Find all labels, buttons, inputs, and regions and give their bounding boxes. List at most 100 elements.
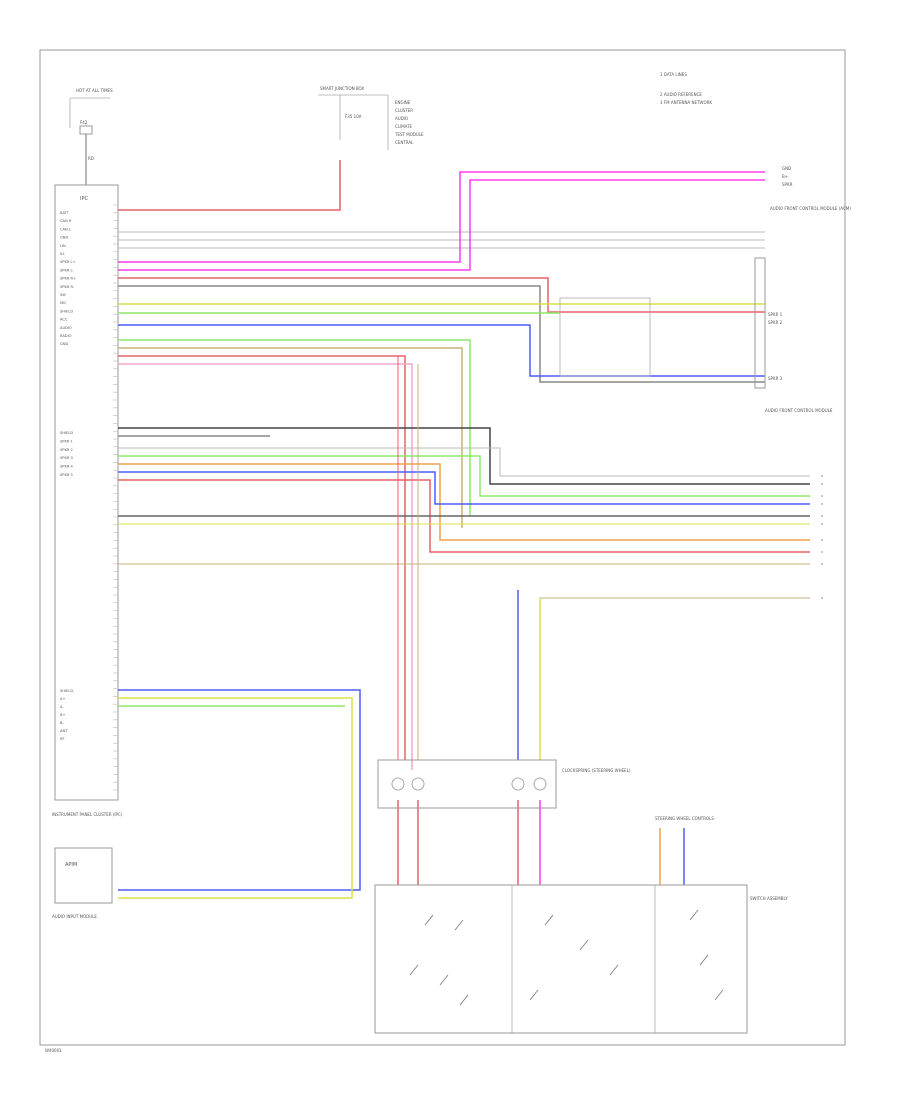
right-top-pin-2: SPKR <box>782 182 793 187</box>
right-termination-pin <box>821 515 823 517</box>
switch-block-label: SWITCH ASSEMBLY <box>750 896 788 901</box>
connector-pin-circle <box>391 777 405 791</box>
legend-item-0: 2 AUDIO REFERENCE <box>660 92 702 97</box>
pin-top-1: CAN H <box>60 219 72 223</box>
wires <box>118 160 810 899</box>
junction-note-0: ENGINE <box>395 100 411 105</box>
legend-title: 1 DATA LINES <box>660 72 687 77</box>
pin-top-10: SW <box>60 293 66 297</box>
pin-top-7: SPKR L- <box>60 268 74 272</box>
junction-note-5: CENTRAL <box>395 140 414 145</box>
switch-contact <box>424 914 434 926</box>
connector-pin-circle <box>411 777 425 791</box>
fuse-feed: HOT AT ALL TIMES F42 RD <box>69 88 113 185</box>
pin-bottom-1: A+ <box>60 697 65 701</box>
switch-symbols <box>409 909 724 1006</box>
right-termination-pin <box>821 551 823 553</box>
switch-contact <box>579 939 589 951</box>
right-termination-pin <box>821 563 823 565</box>
pin-top-9: SPKR R- <box>60 285 75 289</box>
pin-mid-5: SPKR 5 <box>60 473 73 477</box>
right-termination-pin <box>821 523 823 525</box>
pin-top-14: AUDIO <box>60 326 72 330</box>
pin-top-6: SPKR L+ <box>60 260 75 264</box>
ipc-module-box <box>54 184 119 801</box>
right-termination-pin <box>821 495 823 497</box>
right-termination-pin <box>821 539 823 541</box>
right-terminations <box>821 475 823 599</box>
right-termination-pin <box>821 503 823 505</box>
legend: 1 DATA LINES 2 AUDIO REFERENCE 3 FM ANTE… <box>660 72 712 105</box>
ipc-module-title: IPC <box>80 196 88 202</box>
pin-bottom-4: B- <box>60 721 64 725</box>
aux-module-label: AUDIO INPUT MODULE <box>52 914 97 919</box>
right-top-pin-0: GND <box>782 166 791 171</box>
right-termination-pin <box>821 597 823 599</box>
steering-label: STEERING WHEEL CONTROLS <box>655 816 714 821</box>
aux-module-box <box>54 847 113 904</box>
pin-mid-3: SPKR 3 <box>60 456 73 460</box>
right-top-pin-1: B+ <box>782 174 788 179</box>
junction-note-3: CLIMATE <box>395 124 413 129</box>
right-mid-pin-0: SPKR 1 <box>768 312 783 317</box>
switch-contact <box>714 989 724 1001</box>
legend-item-1: 3 FM ANTENNA NETWORK <box>660 100 712 105</box>
pin-top-3: GND <box>60 236 68 240</box>
pin-bottom-2: A- <box>60 705 64 709</box>
connector-pin-circle <box>511 777 525 791</box>
pin-top-5: ILL <box>60 252 65 256</box>
switch-contact <box>544 914 554 926</box>
pin-mid-0: SHIELD <box>60 431 73 435</box>
clockspring-connector <box>377 759 557 809</box>
right-top-pins: GND B+ SPKR <box>782 166 793 187</box>
pins-top-group: BATT CAN H CAN L GND LIN ILL SPKR L+ SPKR L- SPK… <box>60 211 76 346</box>
connector-pins <box>391 777 547 791</box>
pin-bottom-5: ANT <box>60 729 68 733</box>
switch-assembly <box>374 884 748 1034</box>
diagram-frame <box>39 49 846 1046</box>
rear-module-lower: AUDIO FRONT CONTROL MODULE <box>765 408 833 413</box>
switch-contact <box>409 964 419 976</box>
aux-module-title: APIM <box>65 862 77 868</box>
pin-top-16: GND <box>60 342 68 346</box>
pin-mid-1: SPKR 1 <box>60 439 73 443</box>
footer-id: W40001 <box>45 1048 62 1053</box>
junction-fuse: F35 10A <box>345 114 362 119</box>
inline-component <box>559 297 651 377</box>
fuse-top-label: HOT AT ALL TIMES <box>76 88 113 93</box>
right-termination-pin <box>821 475 823 477</box>
switch-contact <box>459 994 469 1006</box>
junction-note-1: CLUSTER <box>395 108 413 113</box>
switch-contact <box>689 909 699 921</box>
junction-label: SMART JUNCTION BOX <box>320 86 364 91</box>
switch-contact <box>454 919 464 931</box>
switch-contact <box>439 974 449 986</box>
pin-top-15: RADIO <box>60 334 72 338</box>
fuse-id: F42 <box>80 120 88 125</box>
right-mid-pin-2: SPKR 3 <box>768 376 783 381</box>
pin-top-2: CAN L <box>60 227 71 231</box>
pin-bottom-3: B+ <box>60 713 65 717</box>
switch-contact <box>529 989 539 1001</box>
right-termination-pin <box>821 483 823 485</box>
pin-ticks <box>113 204 118 791</box>
rear-module-upper: AUDIO FRONT CONTROL MODULE (ACM) <box>770 206 851 211</box>
right-connector <box>754 257 766 389</box>
switch-contact <box>609 964 619 976</box>
right-mid-pin-1: SPKR 2 <box>768 320 783 325</box>
pin-bottom-0: SHIELD <box>60 689 73 693</box>
pin-top-12: SHIELD <box>60 309 73 313</box>
pin-top-0: BATT <box>60 211 70 215</box>
clockspring-label: CLOCKSPRING (STEERING WHEEL) <box>562 768 631 773</box>
junction-box: SMART JUNCTION BOX F35 10A ENGINE CLUSTE… <box>318 86 424 150</box>
junction-note-4: TEST MODULE <box>394 132 424 137</box>
junction-note-2: AUDIO <box>395 116 408 121</box>
pin-top-4: LIN <box>60 244 66 248</box>
pin-top-8: SPKR R+ <box>60 277 76 281</box>
ipc-module-label: INSTRUMENT PANEL CLUSTER (IPC) <box>52 812 123 817</box>
pin-top-11: MIC <box>60 301 67 305</box>
pin-top-13: ACC <box>60 318 68 322</box>
